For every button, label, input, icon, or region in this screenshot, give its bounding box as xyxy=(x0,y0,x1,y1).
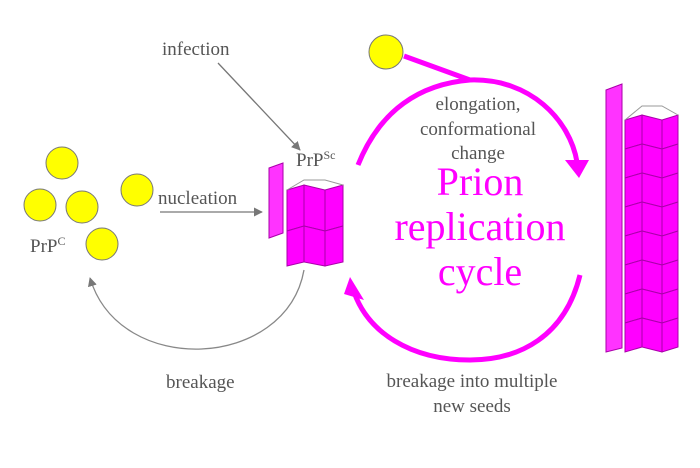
nucleation-label: nucleation xyxy=(158,188,238,209)
fibril-block xyxy=(624,288,643,324)
seeds-line-2: new seeds xyxy=(433,396,511,417)
fibril-block xyxy=(624,114,643,150)
fibril-block xyxy=(661,259,679,295)
fibril-block xyxy=(624,143,643,179)
fibril-block xyxy=(661,317,679,353)
fibril-block xyxy=(661,288,679,324)
fibril-block xyxy=(641,230,663,266)
fibril-block xyxy=(661,114,679,150)
breakage-arrowhead xyxy=(344,277,364,300)
fibril-block xyxy=(624,201,643,237)
cycle-title-line-1: Prion xyxy=(437,159,524,204)
fibril-block xyxy=(624,172,643,208)
prp-c-label: PrPC xyxy=(30,234,65,257)
prp-sc-label: PrPSc xyxy=(296,148,335,171)
monomer-entry-line xyxy=(403,53,471,83)
monomer xyxy=(85,227,119,261)
fibril-block xyxy=(605,83,623,353)
infection-label: infection xyxy=(162,39,230,60)
fibril-block xyxy=(641,259,663,295)
fibril-block xyxy=(624,230,643,266)
seeds-line-1: breakage into multiple xyxy=(387,371,558,392)
monomer xyxy=(45,146,79,180)
cycle-title-line-3: cycle xyxy=(438,249,522,294)
monomer xyxy=(120,173,154,207)
fibril-block xyxy=(661,230,679,266)
elongation-cycle-arrow xyxy=(355,77,580,166)
fibril-block xyxy=(661,201,679,237)
monomer xyxy=(23,188,57,222)
breakage-loop-arrow xyxy=(88,269,305,350)
fibril-block xyxy=(624,317,643,353)
elongation-arrowhead xyxy=(565,160,589,178)
fibril-block xyxy=(641,172,663,208)
breakage-cycle-arrow xyxy=(351,274,583,363)
fibril-block xyxy=(661,143,679,179)
fibril-block xyxy=(641,143,663,179)
breakage-label: breakage xyxy=(166,372,235,393)
elongation-line-3: change xyxy=(451,143,505,164)
fibril-block xyxy=(624,259,643,295)
prp-c-monomers xyxy=(23,146,154,261)
infection-arrow xyxy=(217,62,301,151)
elongation-line-1: elongation, xyxy=(436,94,521,115)
monomer xyxy=(368,34,404,70)
fibril-top-outline xyxy=(624,105,679,121)
fibril-block xyxy=(661,172,679,208)
fibril-block xyxy=(641,317,663,353)
elongation-line-2: conformational xyxy=(420,119,536,140)
fibril-block xyxy=(641,288,663,324)
cycle-title-line-2: replication xyxy=(394,204,565,249)
fibril-block xyxy=(641,201,663,237)
prion-fibril xyxy=(605,83,679,353)
prp-sc-seed xyxy=(268,162,344,267)
monomer xyxy=(65,190,99,224)
fibril-block xyxy=(641,114,663,150)
